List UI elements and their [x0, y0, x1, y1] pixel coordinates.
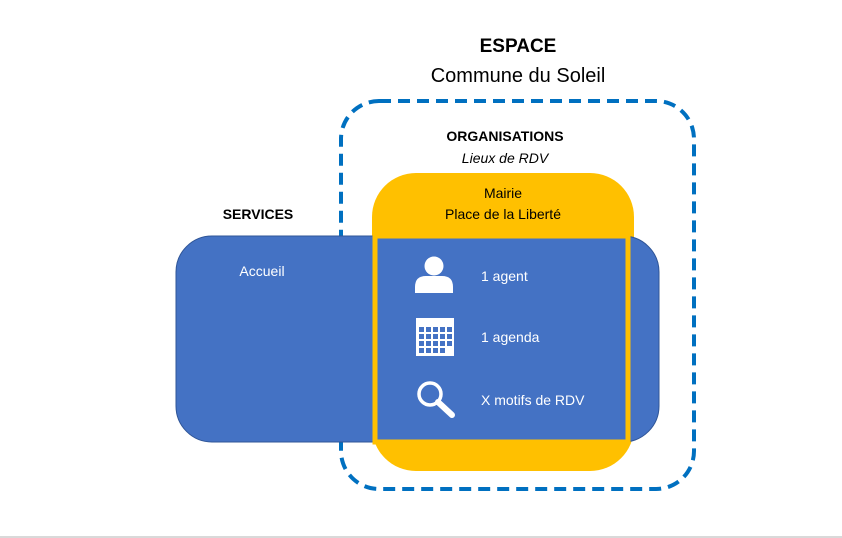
magnifier-icon: [417, 381, 455, 418]
organisation-inner-outline: [372, 233, 631, 445]
espace-title: ESPACE: [480, 36, 557, 57]
espace-subtitle: Commune du Soleil: [431, 65, 606, 87]
resource-agenda-label: 1 agenda: [481, 329, 540, 345]
services-title: SERVICES: [223, 206, 294, 222]
service-item-accueil: Accueil: [239, 263, 284, 279]
organisations-title: ORGANISATIONS: [446, 128, 563, 144]
resource-agent-label: 1 agent: [481, 268, 528, 284]
bottom-divider: [0, 536, 842, 538]
resource-motifs-label: X motifs de RDV: [481, 392, 585, 408]
lieu-name: Mairie: [484, 185, 522, 201]
lieu-address: Place de la Liberté: [445, 206, 561, 222]
user-icon: [415, 256, 453, 293]
organisations-subtitle: Lieux de RDV: [462, 150, 550, 166]
calendar-icon: [416, 318, 454, 356]
